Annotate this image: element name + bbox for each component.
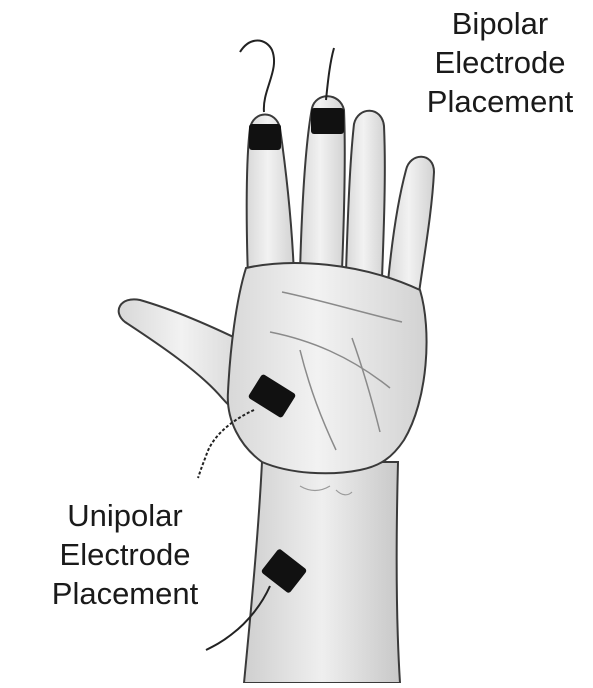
bipolar-electrode-label: Bipolar Electrode Placement xyxy=(410,4,590,121)
bipolar-electrode-middle xyxy=(311,108,344,134)
bipolar-label-line-1: Bipolar xyxy=(410,4,590,43)
palm xyxy=(228,263,427,473)
unipolar-electrode-label: Unipolar Electrode Placement xyxy=(20,496,230,613)
bipolar-label-line-3: Placement xyxy=(410,82,590,121)
unipolar-label-line-3: Placement xyxy=(20,574,230,613)
bipolar-wire-middle xyxy=(326,48,334,100)
little-finger xyxy=(388,157,434,300)
bipolar-wire-index xyxy=(240,41,274,113)
ring-finger xyxy=(346,111,385,278)
unipolar-label-line-2: Electrode xyxy=(20,535,230,574)
bipolar-label-line-2: Electrode xyxy=(410,43,590,82)
bipolar-electrode-index xyxy=(249,124,281,150)
unipolar-label-line-1: Unipolar xyxy=(20,496,230,535)
